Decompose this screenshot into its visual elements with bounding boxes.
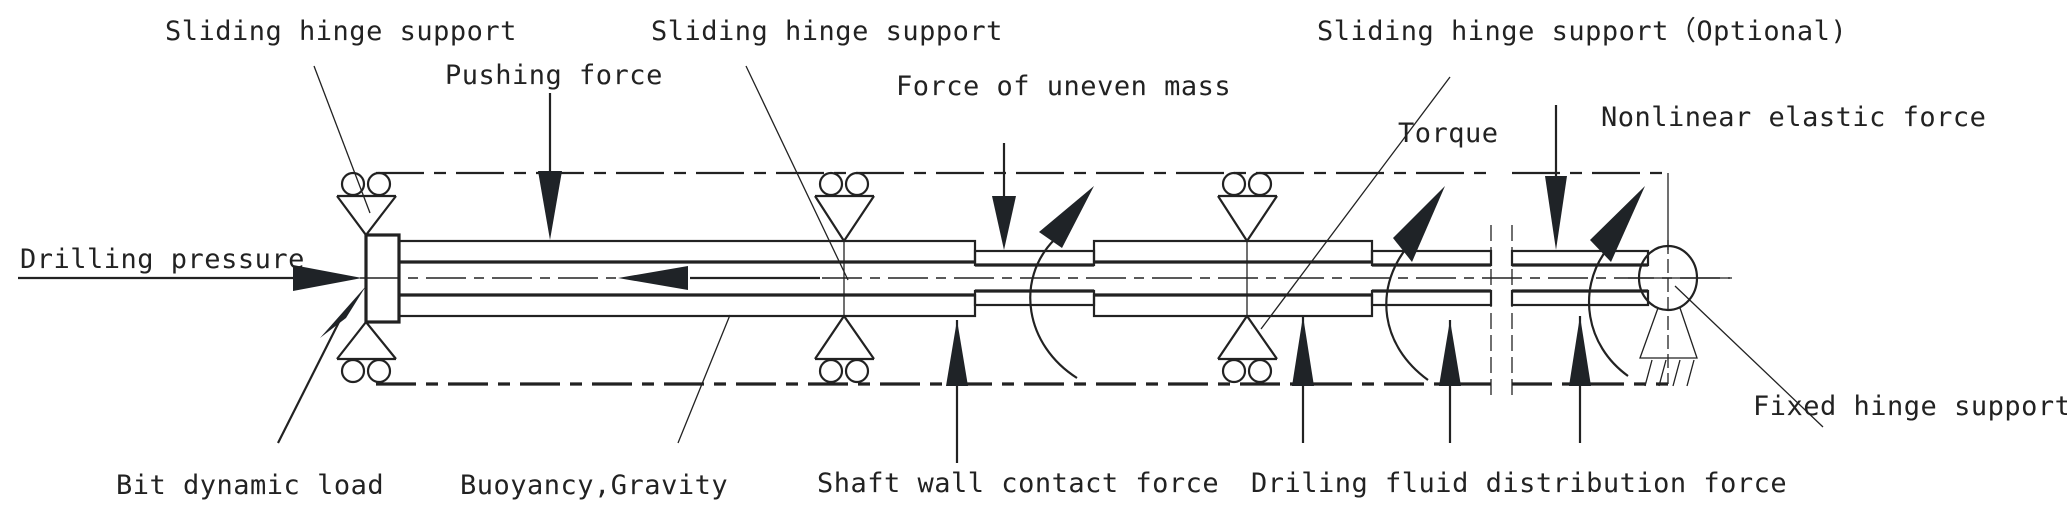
- pipe-section-narrow-1: [973, 249, 1096, 307]
- sliding-hinge-support-right-optional: [1217, 171, 1278, 384]
- label-buoyancy-gravity: Buoyancy,Gravity: [460, 470, 728, 501]
- drilling-pressure-arrow: [18, 265, 362, 291]
- label-nonlinear-elastic-force: Nonlinear elastic force: [1601, 102, 1986, 133]
- label-left-sliding-hinge-support: Sliding hinge support: [165, 16, 517, 47]
- label-torque: Torque: [1398, 118, 1499, 149]
- torque-arrow-3: [1587, 186, 1645, 377]
- label-bit-dynamic-load: Bit dynamic load: [116, 470, 384, 501]
- shaft-wall-contact-arrow: [946, 320, 968, 463]
- nonlinear-elastic-force-arrow: [1545, 105, 1567, 250]
- fixed-hinge-support: [1628, 240, 1732, 387]
- drilling-fluid-arrow-3: [1569, 316, 1591, 443]
- label-uneven-mass: Force of uneven mass: [896, 71, 1231, 102]
- drilling-fluid-arrow-2: [1439, 320, 1461, 443]
- break-mark: [1490, 225, 1513, 400]
- label-fixed-hinge-support: Fixed hinge support: [1753, 391, 2067, 422]
- leader-lines: [313, 65, 1824, 444]
- sliding-hinge-support-left: [336, 171, 397, 384]
- drill-bit-block: [364, 233, 401, 324]
- label-shaft-wall-contact-force: Shaft wall contact force: [817, 468, 1219, 499]
- uneven-mass-force-arrow: [992, 143, 1016, 250]
- label-drilling-fluid-distribution-force: Driling fluid distribution force: [1251, 468, 1787, 499]
- drilling-fluid-arrow-1: [1292, 316, 1314, 443]
- bit-dynamic-load-arrow: [277, 286, 366, 444]
- pipe-section-narrow-2: [1370, 249, 1650, 307]
- buoyancy-gravity-arrow: [618, 266, 820, 290]
- sliding-hinge-support-middle: [814, 171, 875, 384]
- torque-arrow-1: [1029, 186, 1094, 379]
- label-right-sliding-hinge-support: Sliding hinge support（Optional): [1317, 16, 1847, 47]
- label-middle-sliding-hinge-support: Sliding hinge support: [651, 16, 1003, 47]
- torque-arrow-2: [1385, 186, 1445, 381]
- pushing-force-arrow: [538, 93, 562, 240]
- label-drilling-pressure: Drilling pressure: [20, 244, 305, 275]
- label-pushing-force: Pushing force: [445, 60, 663, 91]
- upper-boundary-line: [376, 171, 1669, 250]
